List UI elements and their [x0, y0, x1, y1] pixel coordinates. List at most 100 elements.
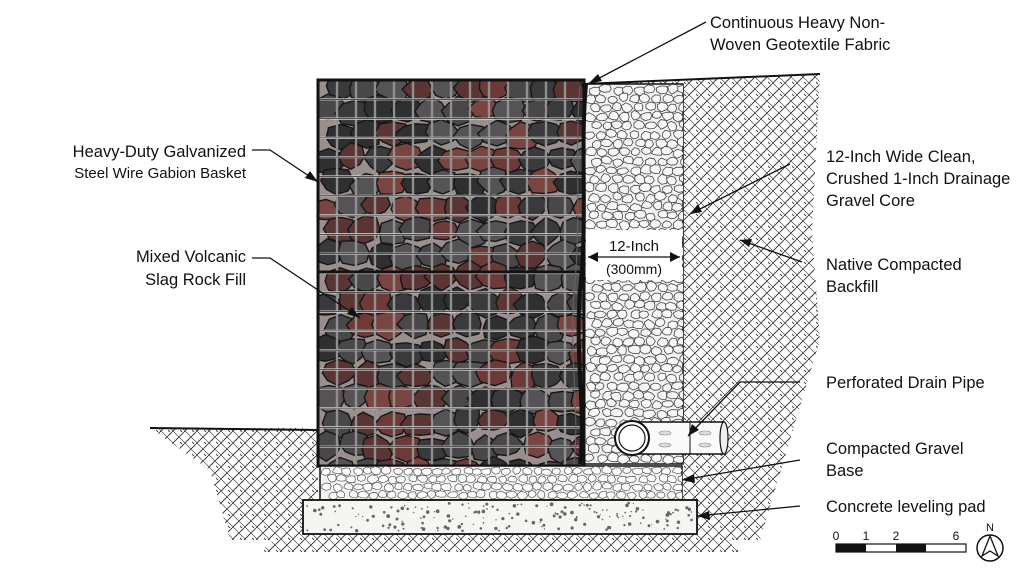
stone: [378, 490, 388, 499]
stone: [610, 407, 624, 418]
stone: [671, 202, 683, 212]
stone: [634, 299, 646, 309]
aggregate-dot: [508, 512, 511, 515]
foreground-soil: [150, 428, 318, 540]
stone: [672, 149, 683, 159]
stone: [562, 483, 575, 492]
aggregate-dot: [393, 525, 397, 529]
stone: [447, 474, 458, 483]
stone: [671, 166, 683, 177]
stone: [624, 212, 636, 221]
stone: [547, 491, 559, 500]
aggregate-dot: [464, 515, 467, 517]
stone: [657, 210, 669, 219]
aggregate-dot: [578, 504, 581, 507]
stone: [395, 475, 407, 484]
stone: [651, 466, 663, 475]
stone: [556, 314, 584, 338]
stone: [328, 491, 339, 500]
stone: [590, 428, 602, 437]
stone: [678, 120, 683, 129]
stone: [589, 372, 602, 384]
gravel-base-stones: [320, 466, 682, 500]
stone: [672, 345, 683, 354]
aggregate-dot: [366, 518, 369, 522]
stone: [654, 318, 666, 328]
stone: [431, 482, 442, 492]
aggregate-dot: [546, 505, 548, 507]
stone: [661, 400, 675, 408]
label-gravel-base-line1: Compacted Gravel: [826, 440, 964, 458]
aggregate-dot: [388, 523, 392, 527]
stone: [321, 482, 332, 491]
aggregate-dot: [596, 515, 601, 519]
stone: [630, 147, 641, 157]
aggregate-dot: [482, 521, 485, 524]
aggregate-dot: [593, 510, 596, 513]
stone: [506, 490, 518, 499]
stone: [642, 409, 657, 420]
aggregate-dot: [421, 527, 426, 531]
stone: [634, 355, 645, 366]
stone: [661, 129, 672, 140]
stone: [621, 482, 631, 492]
stone: [556, 491, 569, 500]
stone: [610, 282, 622, 293]
stone: [628, 381, 641, 391]
aggregate-dot: [306, 529, 309, 532]
stone: [640, 112, 653, 122]
stone: [678, 174, 683, 183]
aggregate-dot: [676, 526, 679, 530]
stone: [607, 451, 620, 463]
stone: [451, 468, 461, 476]
stone: [465, 474, 477, 484]
slag-rock-fill: [318, 80, 584, 466]
stone: [595, 418, 606, 428]
stone: [596, 131, 607, 141]
stone: [678, 101, 683, 113]
stone: [587, 192, 601, 203]
stone: [368, 492, 379, 500]
stone: [601, 443, 615, 454]
stone: [602, 121, 612, 131]
stone: [426, 490, 436, 499]
aggregate-dot: [446, 526, 450, 531]
stone: [606, 201, 619, 211]
aggregate-dot: [665, 518, 667, 520]
stone: [404, 456, 431, 466]
stone: [668, 194, 678, 204]
stone: [326, 473, 337, 483]
stone: [644, 121, 658, 130]
aggregate-dot: [435, 509, 440, 513]
geotextile-fabric: [576, 83, 588, 465]
stone: [661, 326, 673, 336]
aggregate-dot: [447, 502, 451, 505]
stone: [374, 458, 406, 466]
aggregate-dot: [663, 528, 666, 530]
aggregate-dot: [329, 528, 333, 532]
stone: [612, 210, 624, 221]
stone: [616, 309, 628, 320]
stone: [594, 382, 605, 391]
stone: [570, 99, 584, 124]
stone: [613, 372, 624, 381]
aggregate-dot: [535, 504, 539, 508]
aggregate-dot: [362, 515, 364, 518]
aggregate-dot: [570, 510, 574, 515]
stone: [596, 363, 608, 373]
aggregate-dot: [482, 517, 484, 519]
stone: [362, 482, 373, 492]
stone: [633, 389, 645, 400]
aggregate-dot: [605, 528, 608, 531]
stone: [661, 111, 675, 122]
stone: [528, 489, 537, 499]
stone: [650, 130, 661, 140]
aggregate-dot: [468, 507, 470, 509]
stone: [462, 484, 472, 492]
stone: [399, 413, 436, 437]
stone: [618, 398, 632, 408]
stone: [672, 466, 682, 474]
stone: [624, 299, 636, 310]
stone: [617, 345, 627, 356]
stone: [446, 491, 459, 499]
